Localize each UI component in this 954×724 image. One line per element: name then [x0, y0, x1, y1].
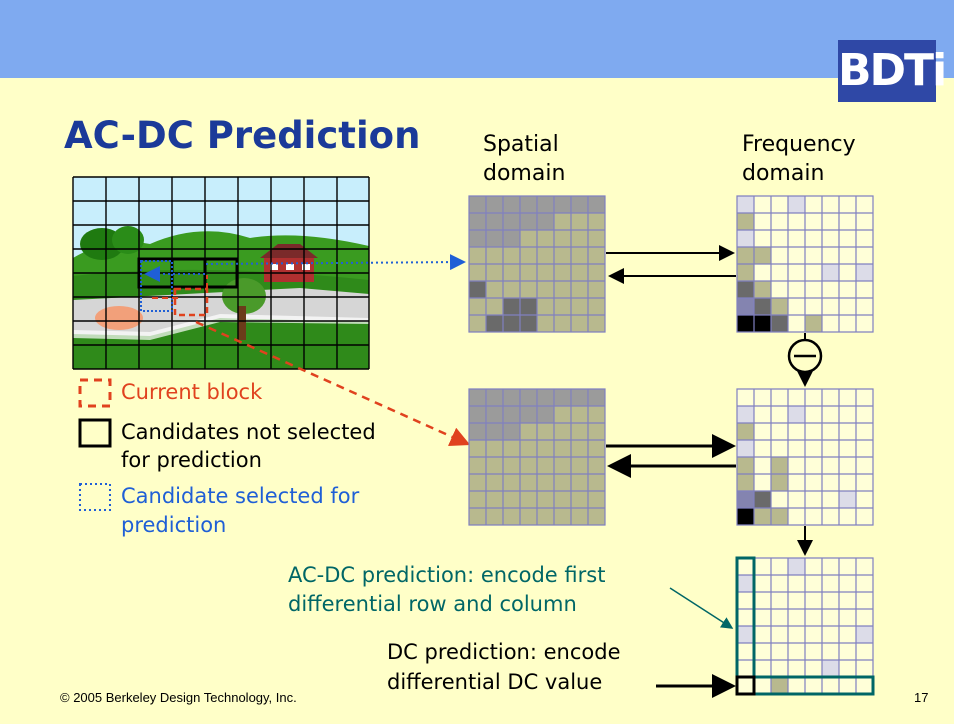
acdc-note-line-1: AC-DC prediction: encode first: [288, 563, 606, 587]
candidate-block-selected: [140, 260, 173, 312]
spatial-label-2: domain: [483, 161, 566, 186]
candidate-blocks-not-selected: [137, 257, 239, 289]
scene-grid: [72, 176, 370, 370]
current-block: [173, 287, 209, 317]
legend-selected-line-1: Candidate selected for: [121, 484, 360, 508]
bdti-logo: BDTi: [838, 40, 947, 102]
header-band: [0, 0, 954, 78]
frequency-label-2: domain: [742, 161, 825, 186]
legend-current-block-swatch: [78, 378, 112, 408]
footer-copyright: © 2005 Berkeley Design Technology, Inc.: [60, 690, 297, 705]
spatial-label-1: Spatial: [483, 132, 559, 157]
legend-selected-swatch: [79, 483, 111, 511]
frequency-block-middle: [736, 388, 874, 526]
legend-current-block: Current block: [121, 380, 263, 404]
page-number: 17: [914, 690, 929, 705]
spatial-block-bottom: [468, 388, 606, 526]
current-to-spatial-arrow: [195, 320, 471, 446]
frequency-block-top: [736, 195, 874, 333]
dc-note-line-1: DC prediction: encode: [387, 640, 621, 664]
spatial-block-top: [468, 195, 606, 333]
dc-coefficient-highlight: [735, 675, 756, 696]
acdc-note-line-2: differential row and column: [288, 592, 577, 616]
selected-to-spatial-arrow: [205, 254, 466, 271]
legend-not-selected-line-1: Candidates not selected: [121, 420, 376, 444]
frequency-label-1: Frequency: [742, 132, 856, 157]
slide-title: AC-DC Prediction: [64, 114, 421, 157]
legend-not-selected-swatch: [78, 418, 112, 448]
legend-selected-line-2: prediction: [121, 513, 227, 537]
frequency-block-differential: [735, 556, 875, 696]
legend-not-selected-line-2: for prediction: [121, 448, 262, 472]
dc-note-line-2: differential DC value: [387, 670, 603, 694]
acdc-note-arrow: [669, 587, 734, 629]
